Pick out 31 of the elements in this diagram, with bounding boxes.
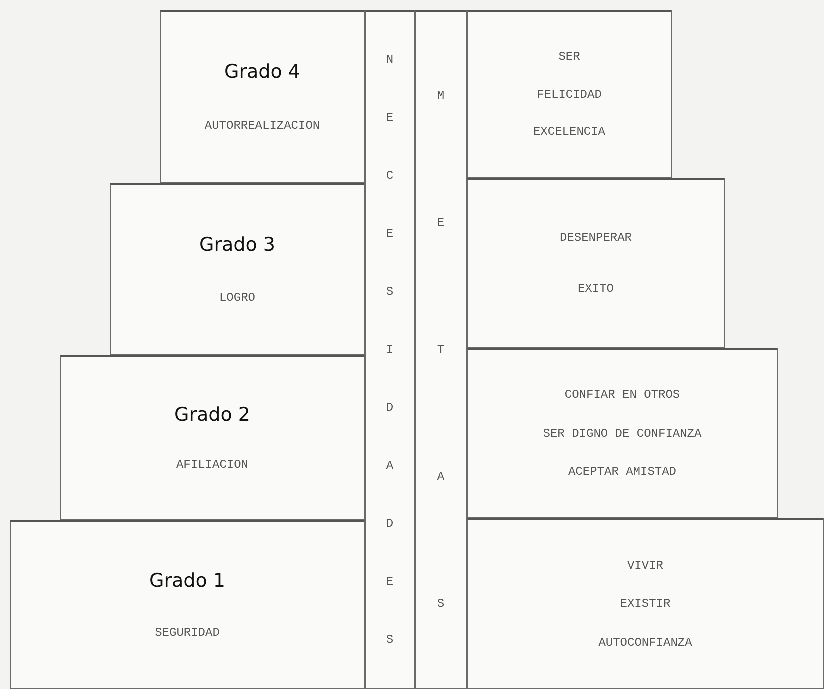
vertical-label: NECESIDADES <box>386 52 394 649</box>
goal-label: SER DIGNO DE CONFIANZA <box>543 426 702 440</box>
goal-label: FELICIDAD <box>537 88 602 102</box>
need-label: SEGURIDAD <box>155 626 220 640</box>
goal-label: DESENPERAR <box>560 231 632 245</box>
level-title: Grado 1 <box>150 570 226 592</box>
goal-label: ACEPTAR AMISTAD <box>568 464 677 479</box>
goal-box <box>467 10 672 178</box>
goal-label: CONFIAR EN OTROS <box>564 388 680 402</box>
goal-label: EXITO <box>578 282 614 296</box>
level-box <box>60 355 365 520</box>
column-band <box>365 10 415 689</box>
level-title: Grado 4 <box>224 61 300 84</box>
column-band <box>415 10 467 689</box>
goal-label: AUTOCONFIANZA <box>598 636 692 650</box>
goal-box <box>467 178 725 348</box>
need-label: AUTORREALIZACION <box>204 118 320 133</box>
goal-label: EXISTIR <box>620 597 671 611</box>
level-box <box>160 10 365 183</box>
goal-label: SER <box>558 50 580 64</box>
level-title: Grado 2 <box>174 404 250 426</box>
goal-label: EXCELENCIA <box>533 125 606 140</box>
level-box <box>110 183 365 355</box>
goal-box <box>467 348 778 518</box>
vertical-label: METAS <box>437 88 445 612</box>
need-label: AFILIACION <box>176 458 248 472</box>
goal-box <box>467 518 824 689</box>
level-title: Grado 3 <box>200 234 276 256</box>
need-label: LOGRO <box>219 291 256 305</box>
level-box <box>10 520 365 689</box>
goal-label: VIVIR <box>627 558 664 572</box>
